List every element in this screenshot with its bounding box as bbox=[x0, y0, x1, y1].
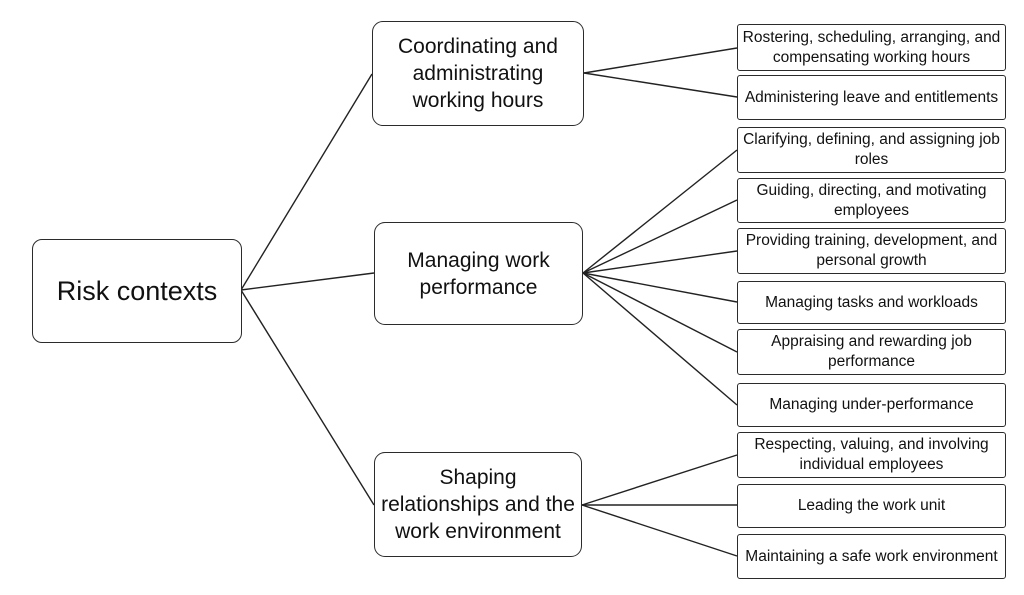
connector-b2-leaf-4 bbox=[582, 272, 738, 303]
leaf-node: Managing tasks and workloads bbox=[737, 281, 1006, 324]
leaf-label: Providing training, development, and per… bbox=[745, 232, 998, 269]
leaf-label: Clarifying, defining, and assigning job … bbox=[743, 131, 1000, 168]
connector-root-branch-1 bbox=[240, 73, 373, 291]
connector-b3-leaf-3 bbox=[581, 504, 738, 557]
connector-b1-leaf-2 bbox=[583, 72, 738, 98]
leaf-node: Managing under-performance bbox=[737, 383, 1006, 427]
leaf-node: Providing training, development, and per… bbox=[737, 228, 1006, 274]
connector-b2-leaf-2 bbox=[582, 199, 738, 274]
leaf-node: Guiding, directing, and motivating emplo… bbox=[737, 178, 1006, 223]
leaf-label: Managing tasks and workloads bbox=[765, 293, 978, 311]
leaf-node: Administering leave and entitlements bbox=[737, 75, 1006, 120]
leaf-label: Guiding, directing, and motivating emplo… bbox=[756, 181, 987, 219]
root-node: Risk contexts bbox=[32, 239, 242, 343]
leaf-node: Rostering, scheduling, arranging, and co… bbox=[737, 24, 1006, 71]
leaf-label: Leading the work unit bbox=[797, 497, 946, 514]
branch-label: Shaping relationships and the work envir… bbox=[381, 466, 575, 543]
branch-node-working-hours: Coordinating and administrating working … bbox=[372, 21, 584, 126]
root-label: Risk contexts bbox=[56, 276, 218, 306]
branch-node-work-environment: Shaping relationships and the work envir… bbox=[374, 452, 582, 557]
connector-root-branch-3 bbox=[240, 289, 375, 506]
leaf-node: Appraising and rewarding job performance bbox=[737, 329, 1006, 375]
branch-node-work-performance: Managing work performance bbox=[374, 222, 583, 325]
leaf-label: Respecting, valuing, and involving indiv… bbox=[754, 436, 989, 473]
connector-b1-leaf-1 bbox=[583, 47, 738, 74]
branch-label: Managing work performance bbox=[407, 248, 550, 299]
leaf-node: Clarifying, defining, and assigning job … bbox=[737, 127, 1006, 173]
leaf-label: Managing under-performance bbox=[769, 396, 974, 413]
connector-b2-leaf-3 bbox=[582, 250, 738, 274]
connector-b2-leaf-5 bbox=[582, 272, 738, 353]
connector-root-branch-2 bbox=[240, 272, 375, 291]
leaf-node: Leading the work unit bbox=[737, 484, 1006, 528]
connector-b2-leaf-6 bbox=[582, 272, 738, 406]
branch-label: Coordinating and administrating working … bbox=[398, 35, 558, 112]
leaf-label: Maintaining a safe work environment bbox=[745, 547, 998, 565]
leaf-node: Maintaining a safe work environment bbox=[737, 534, 1006, 579]
connector-b2-leaf-1 bbox=[582, 149, 738, 274]
leaf-label: Appraising and rewarding job performance bbox=[771, 333, 972, 370]
leaf-label: Administering leave and entitlements bbox=[744, 88, 999, 106]
leaf-label: Rostering, scheduling, arranging, and co… bbox=[742, 28, 1001, 66]
connector-b3-leaf-1 bbox=[581, 454, 738, 506]
leaf-node: Respecting, valuing, and involving indiv… bbox=[737, 432, 1006, 478]
